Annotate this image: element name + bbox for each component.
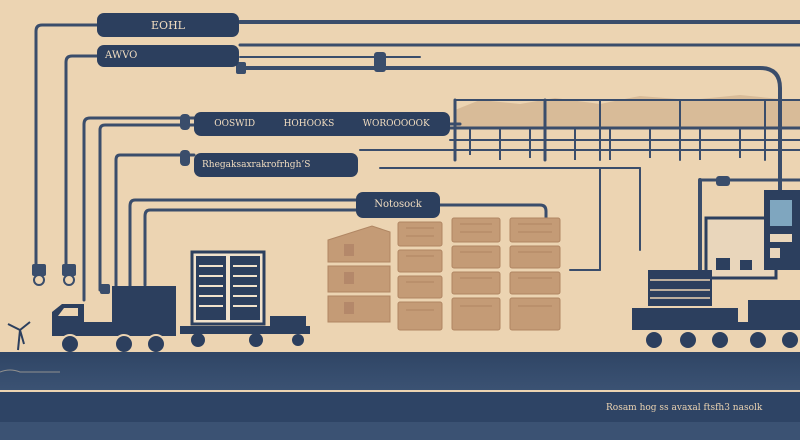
- box-truck-icon: [52, 286, 176, 354]
- label-row-item-3: WOROOOOOK: [362, 118, 430, 129]
- label-top: EOHL: [97, 13, 239, 37]
- background-hills: [455, 95, 800, 128]
- label-wide: Rhegaksaxrakrofrhgh’S: [194, 153, 358, 177]
- windmill-icon: [7, 321, 31, 351]
- label-row-item-2: HOHOOKS: [283, 118, 335, 129]
- label-wide-text: Rhegaksaxrakrofrhgh’S: [202, 159, 311, 170]
- conveyor-cart-icon: [632, 270, 800, 348]
- label-network-text: Notosock: [374, 199, 422, 210]
- storage-stack-icon: [327, 217, 561, 331]
- gantry-structure: [469, 128, 741, 160]
- processing-machine-icon: [704, 190, 800, 280]
- server-rack-cart-icon: [180, 250, 310, 347]
- label-network: Notosock: [356, 192, 440, 218]
- label-row-item-1: OOSWID: [214, 118, 256, 129]
- footer-caption: Rosam hog ss avaxal ftsfh3 nasolk: [606, 403, 763, 413]
- label-second-text: AWVO: [105, 50, 138, 61]
- ground-floor: [0, 352, 800, 440]
- label-second: AWVO: [97, 45, 239, 67]
- overhead-pipes: [238, 20, 800, 287]
- label-top-text: EOHL: [151, 18, 185, 32]
- left-drop-pipes: [34, 23, 548, 302]
- pipe-valves: [32, 52, 730, 294]
- label-row: OOSWID HOHOOKS WOROOOOOK: [194, 112, 450, 136]
